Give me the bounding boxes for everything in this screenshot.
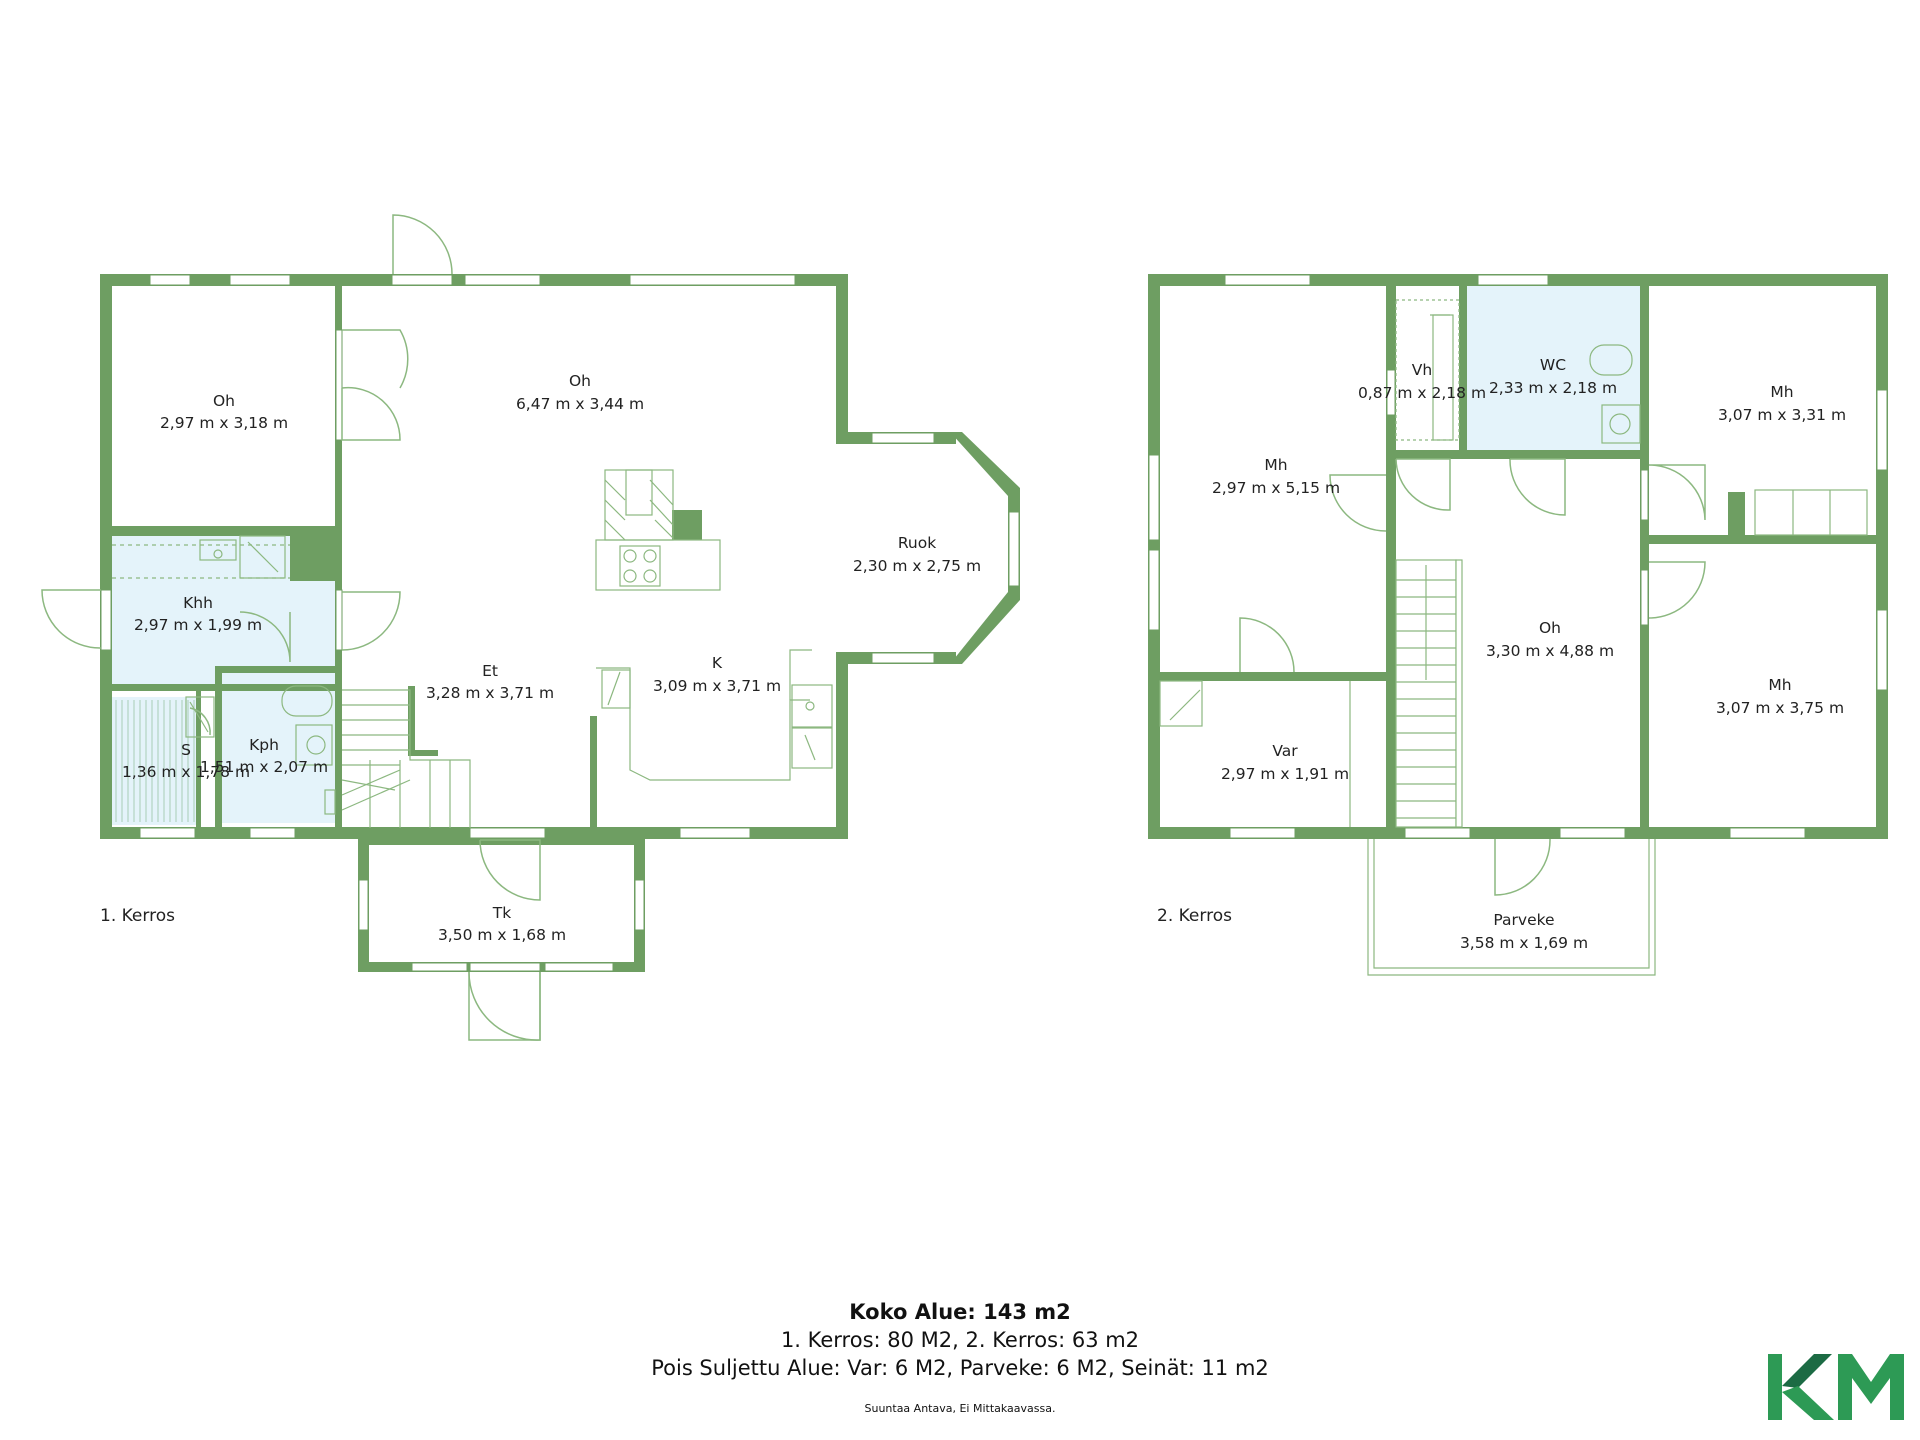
room-ruok-name: Ruok: [898, 534, 936, 552]
room-et-dims: 3,28 m x 3,71 m: [426, 684, 554, 702]
room-oh-left-name: Oh: [213, 392, 235, 410]
room-et-name: Et: [482, 662, 498, 680]
room-oh2-name: Oh: [1539, 619, 1561, 637]
room-ruok-dims: 2,30 m x 2,75 m: [853, 557, 981, 575]
floor-1-windows: [100, 274, 1020, 972]
room-vh-name: Vh: [1412, 361, 1432, 379]
room-mh-left-name: Mh: [1264, 456, 1287, 474]
room-oh-main-dims: 6,47 m x 3,44 m: [516, 395, 644, 413]
room-oh-left-dims: 2,97 m x 3,18 m: [160, 414, 288, 432]
room-oh-main-name: Oh: [569, 372, 591, 390]
room-s-name: S: [181, 741, 191, 759]
room-khh-dims: 2,97 m x 1,99 m: [134, 616, 262, 634]
summary-excluded-areas: Pois Suljettu Alue: Var: 6 M2, Parveke: …: [651, 1356, 1269, 1380]
room-var-name: Var: [1272, 742, 1298, 760]
room-labels: Oh 2,97 m x 3,18 m Oh 6,47 m x 3,44 m Ru…: [122, 356, 1846, 952]
room-mh-tr-dims: 3,07 m x 3,31 m: [1718, 406, 1846, 424]
room-s-dims: 1,36 m x 1,78 m: [122, 763, 250, 781]
room-mh-tr-name: Mh: [1770, 383, 1793, 401]
sauna-bench: [115, 700, 195, 822]
room-wc-dims: 2,33 m x 2,18 m: [1489, 379, 1617, 397]
room-kph-name: Kph: [249, 736, 279, 754]
summary-title: Koko Alue: 143 m2: [849, 1300, 1071, 1324]
room-vh-dims: 0,87 m x 2,18 m: [1358, 384, 1486, 402]
floor-1-doors: [41, 214, 541, 1041]
room-oh2-dims: 3,30 m x 4,88 m: [1486, 642, 1614, 660]
room-tk-dims: 3,50 m x 1,68 m: [438, 926, 566, 944]
scale-footnote: Suuntaa Antava, Ei Mittakaavassa.: [864, 1402, 1056, 1415]
floor-2-label: 2. Kerros: [1157, 906, 1232, 926]
room-wc-name: WC: [1540, 356, 1566, 374]
room-mh-br-dims: 3,07 m x 3,75 m: [1716, 699, 1844, 717]
floor-2-doors: [1239, 458, 1706, 896]
floor-1-fixtures: [112, 469, 833, 828]
summary-floor-areas: 1. Kerros: 80 M2, 2. Kerros: 63 m2: [780, 1328, 1140, 1352]
room-k-name: K: [712, 654, 723, 672]
km-logo: [1768, 1354, 1904, 1420]
room-k-dims: 3,09 m x 3,71 m: [653, 677, 781, 695]
room-parveke-name: Parveke: [1493, 911, 1554, 929]
room-mh-left-dims: 2,97 m x 5,15 m: [1212, 479, 1340, 497]
floor-2-fixtures: [1159, 299, 1868, 976]
floor-1-label: 1. Kerros: [100, 906, 175, 926]
room-parveke-dims: 3,58 m x 1,69 m: [1460, 934, 1588, 952]
room-kph-dims: 1,51 m x 2,07 m: [200, 758, 328, 776]
room-var-dims: 2,97 m x 1,91 m: [1221, 765, 1349, 783]
room-mh-br-name: Mh: [1768, 676, 1791, 694]
room-khh-name: Khh: [183, 594, 213, 612]
room-tk-name: Tk: [492, 904, 511, 922]
floor-2-windows: [1148, 274, 1888, 839]
